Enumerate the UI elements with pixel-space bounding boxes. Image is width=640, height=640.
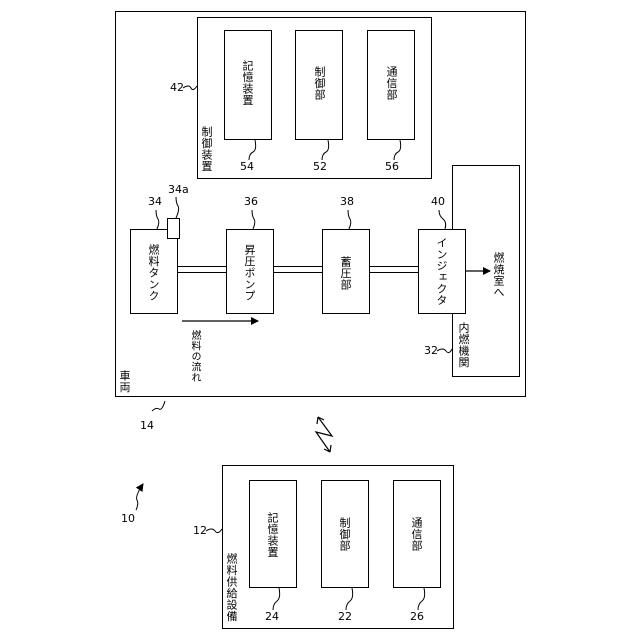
- controller-control-ref: 52: [313, 161, 327, 172]
- accumulator-ref: 38: [340, 196, 354, 207]
- engine-label: 内燃機関: [458, 322, 469, 368]
- leader-14: [152, 401, 165, 411]
- controller-comm-label: 通信部: [386, 66, 397, 101]
- injector-label: インジェクタ: [436, 237, 447, 306]
- system-ref-arrow: [136, 484, 143, 510]
- station-storage-label: 記憶装置: [267, 512, 278, 558]
- controller-control-label: 制御部: [314, 66, 325, 101]
- combustion-chamber-label: 燃焼室へ: [493, 252, 504, 298]
- station-control-label: 制御部: [339, 517, 350, 552]
- system-ref: 10: [121, 513, 135, 524]
- fuel-tank-label: 燃料タンク: [148, 244, 159, 302]
- booster-pump-ref: 36: [244, 196, 258, 207]
- station-comm-label: 通信部: [411, 517, 422, 552]
- vehicle-ref: 14: [140, 420, 154, 431]
- controller-label: 制御装置: [201, 126, 212, 172]
- accumulator-label: 蓄圧部: [340, 256, 351, 291]
- booster-pump-label: 昇圧ポンプ: [244, 244, 255, 302]
- tank-sensor: [167, 218, 180, 239]
- station-storage-ref: 24: [265, 611, 279, 622]
- station-control-ref: 22: [338, 611, 352, 622]
- fuel-tank-ref: 34: [148, 196, 162, 207]
- station-comm-ref: 26: [410, 611, 424, 622]
- wireless-link-icon: [316, 417, 332, 452]
- vehicle-label: 車両: [119, 370, 130, 393]
- station-ref: 12: [193, 525, 207, 536]
- pipe-pump-accumulator: [274, 266, 322, 273]
- controller-comm-ref: 56: [385, 161, 399, 172]
- station-label: 燃料供給設備: [226, 553, 237, 622]
- pipe-accumulator-injector: [370, 266, 418, 273]
- controller-storage-label: 記憶装置: [242, 60, 253, 106]
- controller-ref: 42: [170, 82, 184, 93]
- tank-sensor-ref: 34a: [168, 184, 189, 195]
- leader-12: [206, 529, 222, 533]
- controller-storage-ref: 54: [240, 161, 254, 172]
- pipe-tank-pump: [178, 266, 226, 273]
- fuel-flow-label: 燃料の流れ: [189, 330, 199, 383]
- injector-ref: 40: [431, 196, 445, 207]
- engine-ref: 32: [424, 345, 438, 356]
